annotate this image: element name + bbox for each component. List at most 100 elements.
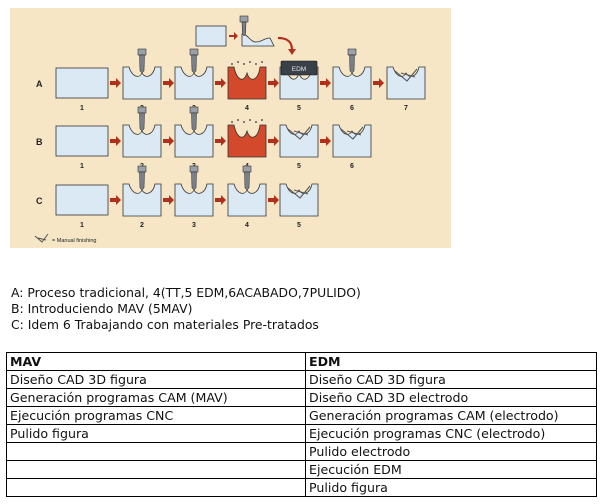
workpiece-cavity xyxy=(174,183,214,217)
edm-cell: Diseño CAD 3D electrodo xyxy=(305,388,597,407)
spindle-icon xyxy=(242,165,252,173)
process-arrow xyxy=(163,78,174,88)
top-cutting-tool-icon xyxy=(241,21,247,37)
manual-finishing-icon xyxy=(340,126,364,140)
mav-cell: Diseño CAD 3D figura xyxy=(6,370,306,389)
edm-cell: Ejecución EDM xyxy=(305,460,597,479)
workpiece-block xyxy=(55,67,109,99)
curved-arrow xyxy=(277,36,294,51)
workpiece-cavity xyxy=(122,66,162,100)
table-row: Pulido figura xyxy=(6,478,597,497)
heat-dot xyxy=(231,63,233,65)
spindle-icon xyxy=(189,48,199,56)
process-arrow xyxy=(320,136,331,146)
heat-dot xyxy=(249,61,251,63)
step-number: 4 xyxy=(245,105,249,112)
cutting-tool-icon xyxy=(139,54,145,74)
top-workpiece xyxy=(195,25,227,47)
heat-dot xyxy=(231,121,233,123)
edm-cell: Pulido electrodo xyxy=(305,442,597,461)
spindle-icon xyxy=(137,165,147,173)
header-mav: MAV xyxy=(6,352,306,371)
step-number: 1 xyxy=(80,105,84,112)
heat-dot xyxy=(243,63,245,65)
edm-cell: Generación programas CAM (electrodo) xyxy=(305,406,597,425)
workpiece-cavity xyxy=(332,66,372,100)
step-number: 5 xyxy=(297,105,301,112)
heat-dot xyxy=(261,61,263,63)
heat-dot xyxy=(249,119,251,121)
note-c: C: Idem 6 Trabajando con materiales Pre-… xyxy=(11,317,319,333)
step-number: 1 xyxy=(80,163,84,170)
step-number: 5 xyxy=(297,163,301,170)
process-arrow xyxy=(110,136,121,146)
process-notes: A: Proceso tradicional, 4(TT,5 EDM,6ACAB… xyxy=(11,285,361,334)
spindle-icon xyxy=(347,48,357,56)
mav-cell xyxy=(6,478,306,497)
heat-dot xyxy=(237,61,239,63)
cutting-tool-icon xyxy=(191,54,197,74)
process-arrow xyxy=(110,78,121,88)
manual-finishing-icon xyxy=(394,68,418,82)
step-number: 3 xyxy=(192,222,196,229)
spindle-icon xyxy=(137,48,147,56)
top-arrow xyxy=(229,32,238,40)
process-arrow xyxy=(268,195,279,205)
process-arrow xyxy=(268,136,279,146)
workpiece-cavity xyxy=(174,124,214,158)
heat-dot xyxy=(243,121,245,123)
step-number: 7 xyxy=(404,105,408,112)
workpiece-block xyxy=(55,184,109,216)
process-arrow xyxy=(110,195,121,205)
note-a: A: Proceso tradicional, 4(TT,5 EDM,6ACAB… xyxy=(11,285,361,300)
heat-dot xyxy=(237,119,239,121)
cutting-tool-icon xyxy=(139,171,145,191)
edm-cell: Ejecución programas CNC (electrodo) xyxy=(305,424,597,443)
hardened-workpiece xyxy=(227,66,267,100)
manual-finishing-icon xyxy=(287,126,311,140)
row-label: C xyxy=(36,196,43,206)
process-arrow xyxy=(163,136,174,146)
cutting-tool-icon xyxy=(244,171,250,191)
workpiece-cavity xyxy=(122,124,162,158)
note-b: B: Introduciendo MAV (5MAV) xyxy=(11,301,193,317)
spindle-icon xyxy=(137,106,147,114)
heat-dot xyxy=(261,119,263,121)
step-number: 5 xyxy=(297,222,301,229)
workpiece-cavity xyxy=(227,183,267,217)
table-row: Ejecución EDM xyxy=(6,460,597,479)
spindle-icon xyxy=(189,165,199,173)
workpiece-block xyxy=(55,125,109,157)
row-label: B xyxy=(36,137,43,147)
process-arrow xyxy=(215,136,226,146)
edm-label: EDM xyxy=(292,66,306,73)
process-arrow xyxy=(215,195,226,205)
step-number: 6 xyxy=(350,105,354,112)
top-spindle-icon xyxy=(239,15,249,23)
step-number: 1 xyxy=(80,222,84,229)
process-arrow xyxy=(373,78,384,88)
header-edm: EDM xyxy=(305,352,597,371)
workpiece-cavity xyxy=(332,124,372,158)
process-arrow xyxy=(268,78,279,88)
workpiece-cavity xyxy=(279,183,319,217)
hardened-workpiece xyxy=(227,124,267,158)
workpiece-cavity xyxy=(174,66,214,100)
spindle-icon xyxy=(189,106,199,114)
process-arrow xyxy=(215,78,226,88)
mav-cell: Ejecución programas CNC xyxy=(6,406,306,425)
process-arrow xyxy=(163,195,174,205)
workpiece-cavity xyxy=(386,66,426,100)
cutting-tool-icon xyxy=(139,112,145,132)
curved-arrow-head xyxy=(288,49,296,55)
legend-text: = Manual finishing xyxy=(52,238,97,244)
mav-cell: Pulido figura xyxy=(6,424,306,443)
table-header-row: MAV EDM xyxy=(6,352,597,371)
table-row: Pulido electrodo xyxy=(6,442,597,461)
cutting-tool-icon xyxy=(349,54,355,74)
mav-cell xyxy=(6,442,306,461)
